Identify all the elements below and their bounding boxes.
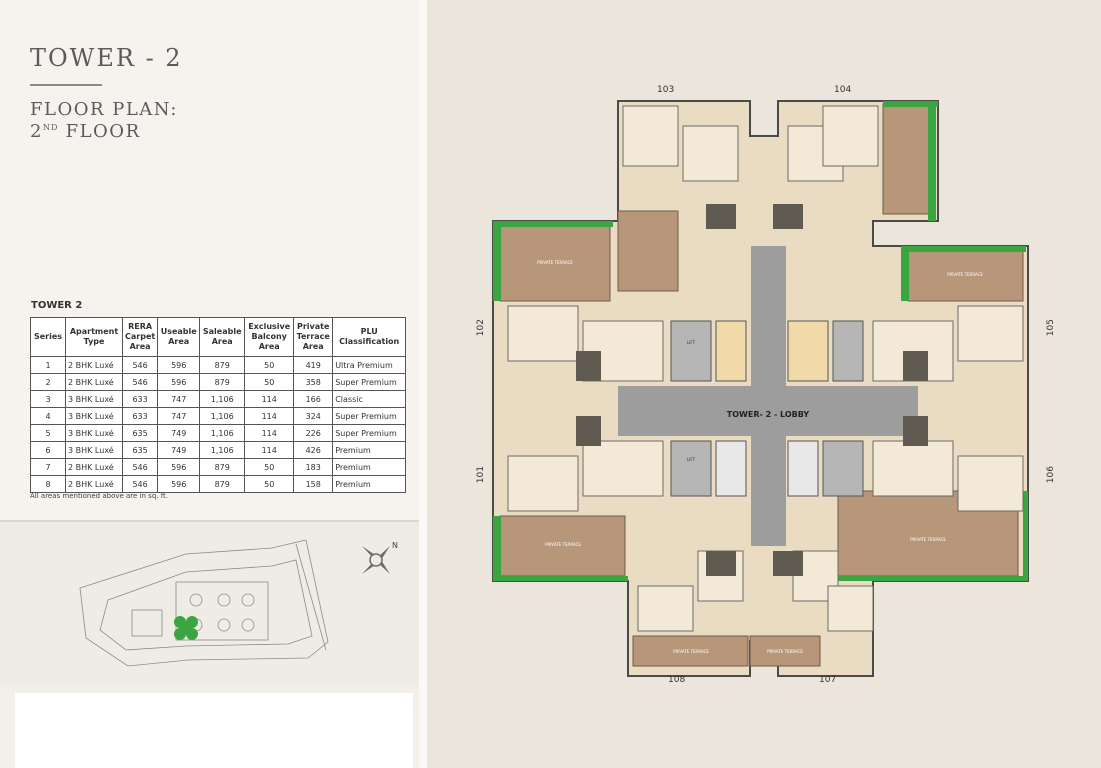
private-terraces: [499, 103, 1024, 667]
floor-word: FLOOR: [65, 121, 141, 142]
col-series: Series: [30, 317, 66, 357]
terrace-label: PRIVATE TERRACE: [910, 537, 946, 542]
floor-plan: TOWER- 2 - LOBBY PRIVATE TERRACE PRIVATE…: [476, 85, 1056, 691]
site-outline: [79, 539, 329, 667]
vertical-divider: [419, 0, 427, 768]
floor-number-heading: 2ND FLOOR: [30, 121, 141, 142]
lift-label: LIFT: [687, 457, 696, 462]
unit-104-label: 104: [834, 85, 852, 95]
floor-suffix: ND: [42, 123, 59, 132]
terrace-label: PRIVATE TERRACE: [947, 272, 983, 277]
terrace-label: PRIVATE TERRACE: [767, 649, 803, 654]
unit-105-label: 105: [1046, 319, 1056, 337]
unit-107-label: 107: [819, 675, 837, 685]
terrace-label: PRIVATE TERRACE: [545, 542, 581, 547]
floor-plan-drawing: TOWER- 2 - LOBBY PRIVATE TERRACE PRIVATE…: [492, 100, 1029, 677]
key-plan-sketch: [79, 539, 329, 667]
blank-box: [15, 693, 413, 768]
tower-highlight-icon: [174, 616, 198, 640]
compass-icon: N: [362, 541, 398, 574]
title-underline: [30, 84, 102, 86]
lobby: [618, 246, 918, 546]
page-title: TOWER - 2: [30, 44, 183, 72]
table-title: TOWER 2: [31, 300, 83, 311]
table-footnote: All areas mentioned above are in sq. ft.: [30, 492, 169, 500]
terrace-label: PRIVATE TERRACE: [537, 260, 573, 265]
unit-101-label: 101: [476, 466, 486, 484]
terrace-label: PRIVATE TERRACE: [673, 649, 709, 654]
unit-102-label: 102: [476, 319, 486, 337]
unit-103-label: 103: [657, 85, 675, 95]
floor-number: 2: [30, 121, 43, 142]
unit-108-label: 108: [668, 675, 686, 685]
lift-label: LIFT: [687, 340, 696, 345]
panel-separator: [0, 520, 425, 522]
living-areas: [576, 204, 928, 576]
planters: [493, 101, 1028, 581]
lobby-label: TOWER- 2 - LOBBY: [727, 410, 810, 419]
floor-plan-heading: FLOOR PLAN:: [30, 99, 178, 120]
rooms: [507, 105, 1024, 632]
compass-north-label: N: [392, 541, 398, 550]
unit-106-label: 106: [1046, 466, 1056, 484]
